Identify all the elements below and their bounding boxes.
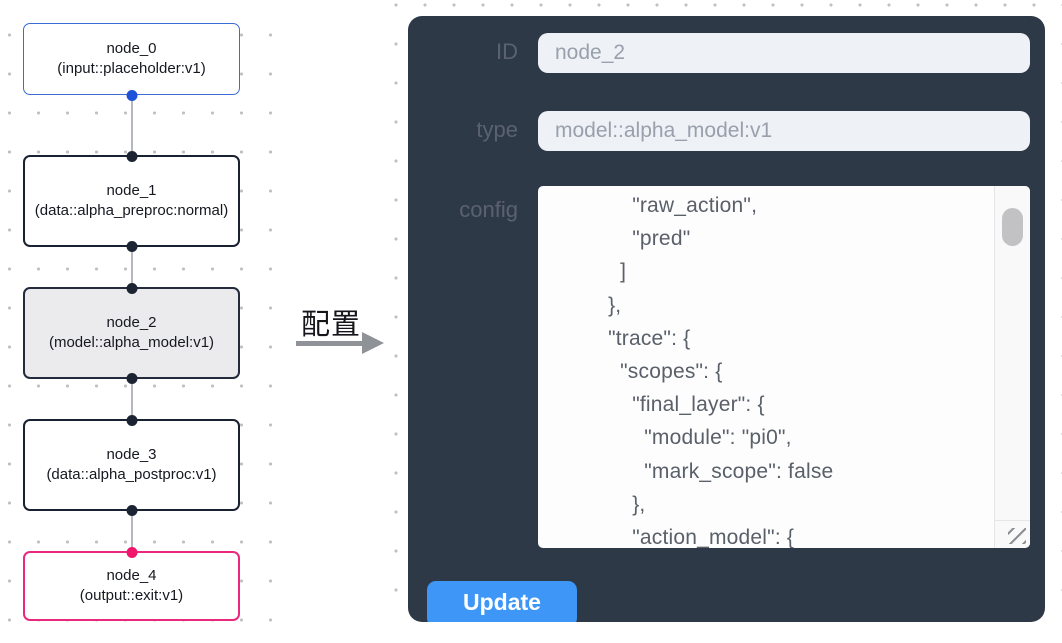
right-arrow-head-icon [362, 332, 384, 354]
node-type: (data::alpha_preproc:normal) [34, 202, 229, 219]
type-label: type [476, 117, 518, 142]
config-textarea[interactable]: "raw_action", "pred" ] }, "trace": { "sc… [538, 186, 1030, 548]
flow-node-node_2-selected[interactable]: node_2 (model::alpha_model:v1) [23, 282, 240, 384]
id-input[interactable] [538, 33, 1030, 73]
flow-node-node_0[interactable]: node_0 (input::placeholder:v1) [23, 23, 240, 101]
node-id: node_4 [106, 567, 157, 584]
node-type: (model::alpha_model:v1) [48, 334, 215, 351]
id-label: ID [496, 39, 518, 64]
node-type: (data::alpha_postproc:v1) [46, 466, 217, 483]
configure-annotation: 配置 [300, 309, 361, 341]
output-port[interactable] [126, 504, 137, 516]
output-port[interactable] [126, 372, 137, 384]
flow-node-node_3[interactable]: node_3 (data::alpha_postproc:v1) [23, 414, 240, 516]
edge-node3-node4 [130, 511, 133, 551]
flow-node-node_4[interactable]: node_4 (output::exit:v1) [23, 546, 240, 621]
right-arrow-icon [296, 341, 363, 346]
config-json-text[interactable]: "raw_action", "pred" ] }, "trace": { "sc… [608, 194, 834, 548]
type-input[interactable] [538, 111, 1030, 151]
node-id: node_0 [106, 40, 157, 57]
edge-node1-node2 [130, 247, 133, 287]
update-button[interactable]: Update [427, 581, 577, 622]
input-port[interactable] [126, 546, 137, 558]
scrollbar-thumb[interactable] [1002, 208, 1023, 246]
node-config-panel: ID type config "raw_action", "pred" ] },… [408, 16, 1045, 622]
edge-node0-node1 [130, 95, 133, 155]
node-id: node_3 [106, 446, 157, 463]
node-type: (output::exit:v1) [79, 587, 184, 604]
scrollbar-track[interactable] [994, 186, 1030, 548]
input-port[interactable] [126, 414, 137, 426]
flow-node-node_1[interactable]: node_1 (data::alpha_preproc:normal) [23, 150, 240, 252]
node-type: (input::placeholder:v1) [57, 60, 206, 77]
resize-grip-icon[interactable] [1008, 528, 1026, 544]
edge-node2-node3 [130, 379, 133, 419]
input-port[interactable] [126, 150, 137, 162]
output-port[interactable] [126, 240, 137, 252]
output-port[interactable] [126, 89, 137, 101]
scrollbar-corner [994, 520, 1030, 548]
input-port[interactable] [126, 282, 137, 294]
node-id: node_2 [106, 314, 157, 331]
node-id: node_1 [106, 182, 157, 199]
config-label: config [459, 197, 518, 222]
